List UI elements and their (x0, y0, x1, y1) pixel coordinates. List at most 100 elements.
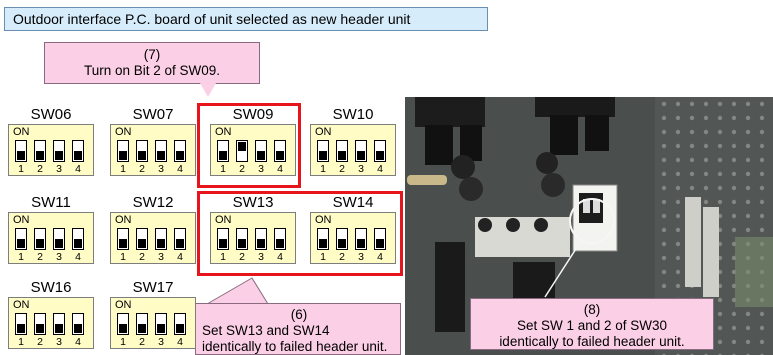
bit-number: 1 (120, 336, 126, 348)
on-label: ON (115, 299, 132, 311)
bit-number: 1 (220, 163, 226, 175)
bit-number: 3 (56, 336, 62, 348)
callout-8-line1: Set SW 1 and 2 of SW30 (516, 318, 668, 333)
switch-bit-2 (236, 228, 248, 250)
switch-bit-4 (274, 140, 286, 162)
bit-number: 3 (158, 163, 164, 175)
bit-number: 3 (258, 251, 264, 263)
callout-6-number: (6) (290, 307, 308, 322)
switch-lever (219, 239, 227, 248)
switch-label-sw09: SW09 (232, 106, 274, 123)
highlight-sw09 (197, 103, 301, 188)
switch-lever (276, 239, 284, 248)
callout-8-line2: identically to failed header unit. (499, 334, 685, 349)
callout-7-text: Turn on Bit 2 of SW09. (83, 63, 221, 78)
switch-lever (74, 239, 82, 248)
on-label: ON (13, 214, 30, 226)
bit-number: 3 (358, 251, 364, 263)
bit-number: 1 (320, 251, 326, 263)
switch-bit-1 (217, 228, 229, 250)
switch-bit-1 (117, 228, 129, 250)
on-label: ON (13, 126, 30, 138)
bit-number: 4 (177, 336, 183, 348)
switch-label-sw13: SW13 (232, 194, 274, 211)
switch-bit-4 (374, 228, 386, 250)
switch-bit-4 (274, 228, 286, 250)
bit-number: 2 (139, 163, 145, 175)
switch-lever (36, 151, 44, 160)
switch-bit-2 (336, 228, 348, 250)
bit-number: 1 (320, 163, 326, 175)
switch-label-sw11: SW11 (31, 194, 71, 211)
bit-number: 4 (177, 251, 183, 263)
bit-number: 2 (37, 336, 43, 348)
bit-number: 1 (120, 163, 126, 175)
bit-number: 2 (339, 163, 345, 175)
switch-label-sw06: SW06 (30, 106, 72, 123)
highlight-sw13-sw14 (197, 191, 403, 276)
switch-lever (74, 324, 82, 333)
switch-label-sw12: SW12 (132, 194, 174, 211)
switch-bit-3 (255, 228, 267, 250)
switch-lever (138, 239, 146, 248)
bit-number: 2 (139, 251, 145, 263)
switch-lever (157, 151, 165, 160)
switch-bit-3 (155, 140, 167, 162)
callout-7-number: (7) (143, 47, 161, 62)
bit-number: 4 (177, 163, 183, 175)
switch-bit-4 (174, 313, 186, 335)
switch-lever (376, 239, 384, 248)
bit-number: 4 (75, 251, 81, 263)
bit-number: 3 (158, 336, 164, 348)
switch-lever (276, 151, 284, 160)
switch-label-sw14: SW14 (332, 194, 374, 211)
bit-number: 2 (239, 251, 245, 263)
switch-lever (376, 151, 384, 160)
switch-lever (55, 324, 63, 333)
switch-bit-1 (117, 140, 129, 162)
switch-lever (157, 239, 165, 248)
on-label: ON (115, 214, 132, 226)
callout-7-pointer (200, 83, 216, 97)
switch-lever (17, 151, 25, 160)
switch-lever (74, 151, 82, 160)
callout-step-8: (8) Set SW 1 and 2 of SW30 identically t… (470, 298, 714, 350)
switch-lever (119, 324, 127, 333)
on-label: ON (315, 126, 332, 138)
switch-bit-1 (117, 313, 129, 335)
switch-lever (257, 239, 265, 248)
bit-number: 4 (377, 251, 383, 263)
switch-bit-4 (72, 228, 84, 250)
switch-lever (36, 324, 44, 333)
switch-bit-2 (34, 228, 46, 250)
switch-bit-1 (15, 228, 27, 250)
callout-8-number: (8) (583, 302, 601, 317)
switch-lever (55, 239, 63, 248)
switch-lever (157, 324, 165, 333)
switch-bit-2 (136, 140, 148, 162)
on-label: ON (115, 126, 132, 138)
switch-bit-1 (15, 313, 27, 335)
switch-lever (119, 151, 127, 160)
switch-lever (319, 151, 327, 160)
switch-bit-3 (355, 228, 367, 250)
switch-bit-4 (72, 313, 84, 335)
on-label: ON (215, 126, 232, 138)
bit-number: 2 (37, 163, 43, 175)
bit-number: 1 (120, 251, 126, 263)
switch-bit-2 (136, 313, 148, 335)
switch-lever (238, 142, 246, 151)
callout-6-line2: identically to failed header unit. (202, 339, 388, 354)
diagram-title: Outdoor interface P.C. board of unit sel… (4, 7, 488, 31)
switch-bit-3 (355, 140, 367, 162)
callout-step-6: (6) Set SW13 and SW14 identically to fai… (195, 303, 401, 355)
switch-bit-3 (53, 228, 65, 250)
switch-lever (17, 324, 25, 333)
bit-number: 4 (75, 336, 81, 348)
bit-number: 2 (239, 163, 245, 175)
bit-number: 2 (339, 251, 345, 263)
bit-number: 1 (18, 163, 24, 175)
